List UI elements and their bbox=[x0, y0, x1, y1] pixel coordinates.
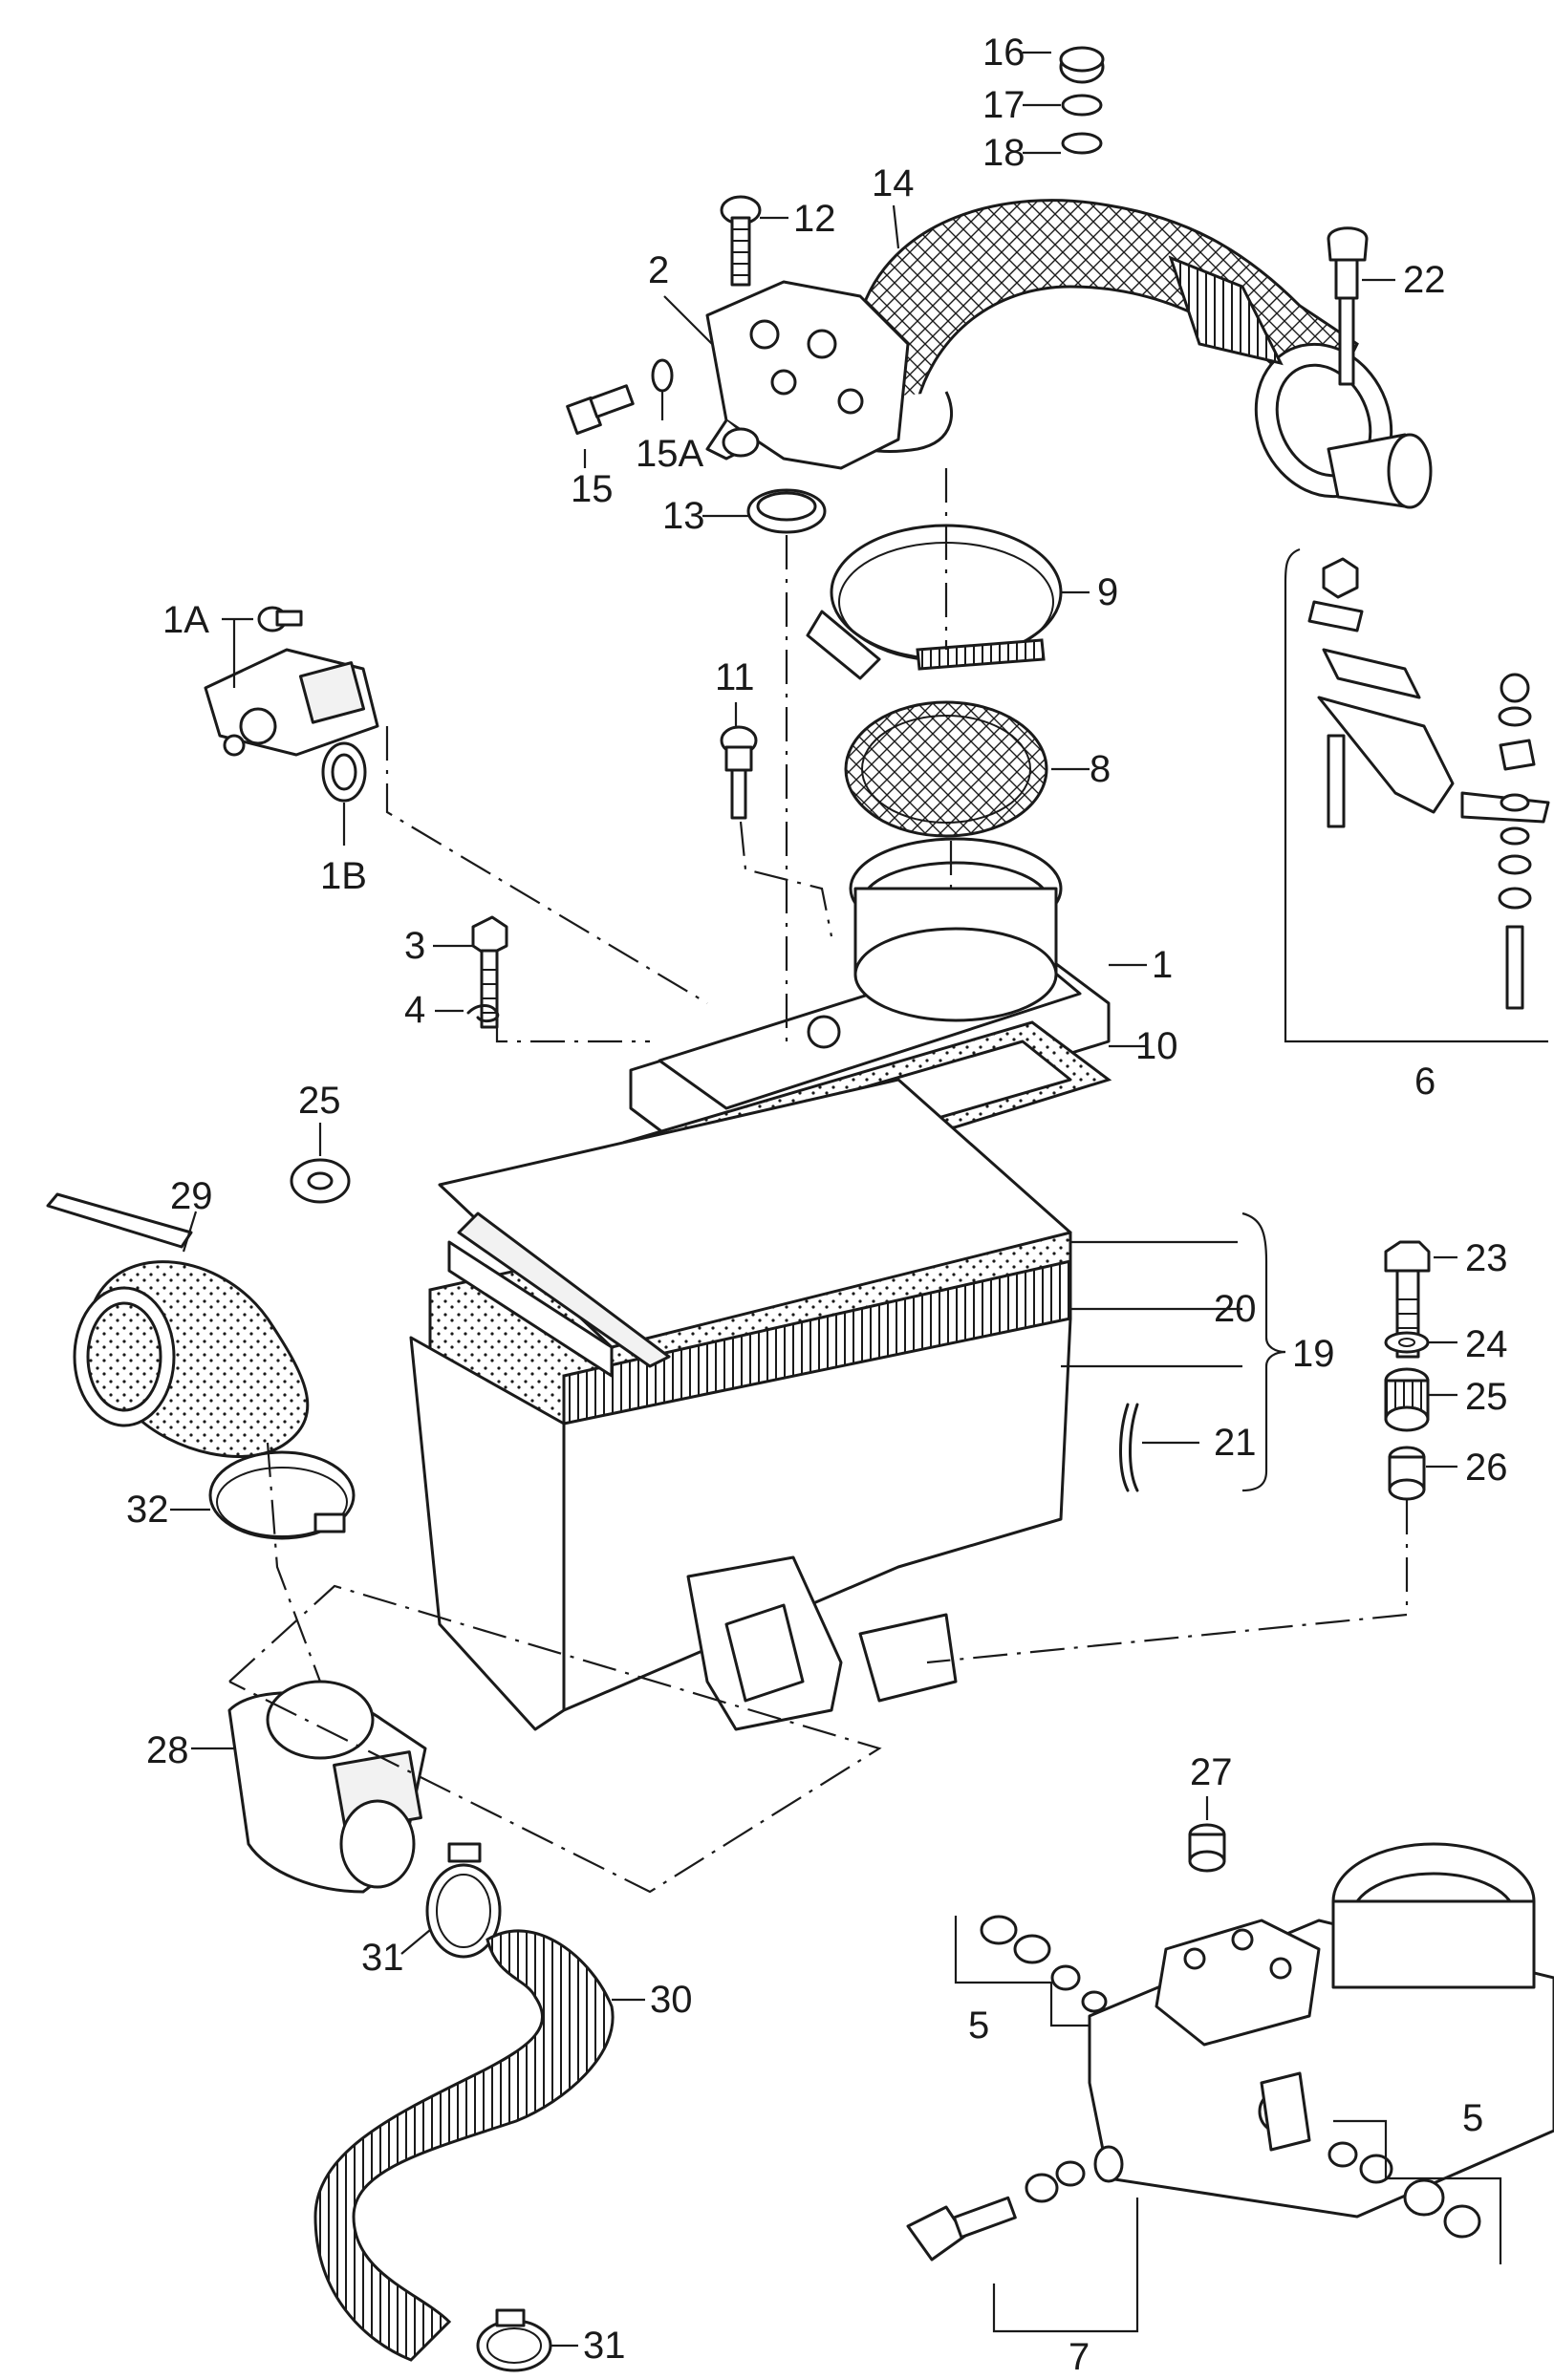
seal-kit-5-lower bbox=[1327, 2119, 1502, 2264]
callout-15: 15 bbox=[571, 468, 614, 510]
callout-7: 7 bbox=[1068, 2336, 1090, 2378]
throttle-body-assembly bbox=[1088, 1842, 1554, 2219]
screw-15 bbox=[566, 384, 635, 436]
callout-31-lower: 31 bbox=[583, 2325, 626, 2367]
callout-25-left: 25 bbox=[298, 1080, 341, 1122]
washer-24 bbox=[1384, 1331, 1430, 1354]
callout-11: 11 bbox=[715, 656, 755, 698]
callout-30: 30 bbox=[650, 1979, 693, 2021]
hose-clamp-32 bbox=[208, 1450, 356, 1540]
seal-ring-13 bbox=[746, 488, 827, 534]
intake-boot-14 bbox=[829, 199, 1433, 509]
callout-24: 24 bbox=[1465, 1323, 1508, 1365]
callout-9: 9 bbox=[1097, 571, 1118, 613]
hose-clamp-31-lower bbox=[476, 2308, 552, 2372]
callout-10: 10 bbox=[1135, 1025, 1178, 1067]
callout-21: 21 bbox=[1214, 1422, 1257, 1464]
callout-2: 2 bbox=[648, 249, 669, 291]
callout-5-lower: 5 bbox=[1462, 2097, 1483, 2139]
sleeve-26 bbox=[1388, 1446, 1426, 1501]
callout-18: 18 bbox=[982, 132, 1025, 174]
callout-3: 3 bbox=[404, 925, 425, 967]
callout-20: 20 bbox=[1214, 1288, 1257, 1330]
assembly-line-26 bbox=[926, 1500, 1409, 1664]
callout-23: 23 bbox=[1465, 1237, 1508, 1279]
callout-16: 16 bbox=[982, 32, 1025, 74]
callout-1: 1 bbox=[1152, 944, 1173, 986]
callout-26: 26 bbox=[1465, 1447, 1508, 1489]
assembly-line-4 bbox=[495, 1018, 650, 1043]
callout-25-right: 25 bbox=[1465, 1376, 1508, 1418]
callout-6: 6 bbox=[1414, 1061, 1435, 1103]
seal-stack-16-17-18 bbox=[1059, 46, 1105, 155]
callout-15A: 15A bbox=[636, 433, 703, 475]
adjust-screw-kit-7 bbox=[906, 2145, 1139, 2333]
leader-lines bbox=[170, 51, 1457, 2348]
clip-4 bbox=[466, 1004, 500, 1023]
callout-labels: 16 17 18 14 12 2 22 15 15A 13 9 1A 11 8 … bbox=[126, 32, 1508, 2378]
bracket-19 bbox=[1241, 1211, 1286, 1492]
callout-17: 17 bbox=[982, 84, 1025, 126]
callout-22: 22 bbox=[1403, 259, 1446, 301]
callout-27: 27 bbox=[1190, 1751, 1233, 1793]
assembly-line-28 bbox=[228, 1584, 882, 1894]
callout-32: 32 bbox=[126, 1489, 169, 1531]
seal-15A bbox=[651, 358, 674, 393]
sensor-bracket-1A bbox=[204, 606, 379, 757]
callout-31-upper: 31 bbox=[361, 1937, 404, 1979]
assembly-line-1A bbox=[385, 726, 708, 1004]
bolt-3 bbox=[471, 915, 508, 1029]
idle-valve-body-2 bbox=[705, 280, 910, 470]
cap-22 bbox=[1327, 226, 1369, 386]
callout-4: 4 bbox=[404, 989, 425, 1031]
callout-13: 13 bbox=[662, 495, 705, 537]
hose-clamp-31-upper bbox=[425, 1842, 502, 1959]
plug-11 bbox=[720, 725, 758, 820]
mounting-bracket-set-6 bbox=[1284, 547, 1550, 1043]
rubber-mount-25 bbox=[1384, 1367, 1430, 1432]
intake-duct-29 bbox=[46, 1192, 310, 1458]
intake-hose-30 bbox=[313, 1929, 615, 2362]
filter-cover-upper bbox=[438, 1078, 1072, 1378]
callout-1A: 1A bbox=[162, 599, 209, 641]
callout-8: 8 bbox=[1090, 748, 1111, 790]
callout-29: 29 bbox=[170, 1175, 213, 1217]
seal-kit-5-upper bbox=[954, 1915, 1108, 2027]
o-ring-1B bbox=[321, 741, 367, 803]
clip-21 bbox=[1119, 1403, 1139, 1492]
air-mass-meter-28 bbox=[227, 1680, 427, 1894]
screen-8 bbox=[844, 700, 1048, 838]
assembly-line-32 bbox=[266, 1442, 322, 1683]
hose-clamp-9 bbox=[806, 524, 1063, 680]
filter-housing-lower bbox=[409, 1317, 1072, 1731]
callout-28: 28 bbox=[146, 1729, 189, 1771]
screw-12 bbox=[720, 195, 762, 287]
callout-1B: 1B bbox=[320, 855, 367, 897]
rubber-grommet-25 bbox=[290, 1158, 351, 1204]
cap-27 bbox=[1188, 1823, 1226, 1873]
callout-5-upper: 5 bbox=[968, 2005, 989, 2047]
assembly-line-11 bbox=[739, 821, 833, 937]
callout-12: 12 bbox=[793, 198, 836, 240]
callout-14: 14 bbox=[872, 162, 915, 204]
callout-19: 19 bbox=[1292, 1333, 1335, 1375]
